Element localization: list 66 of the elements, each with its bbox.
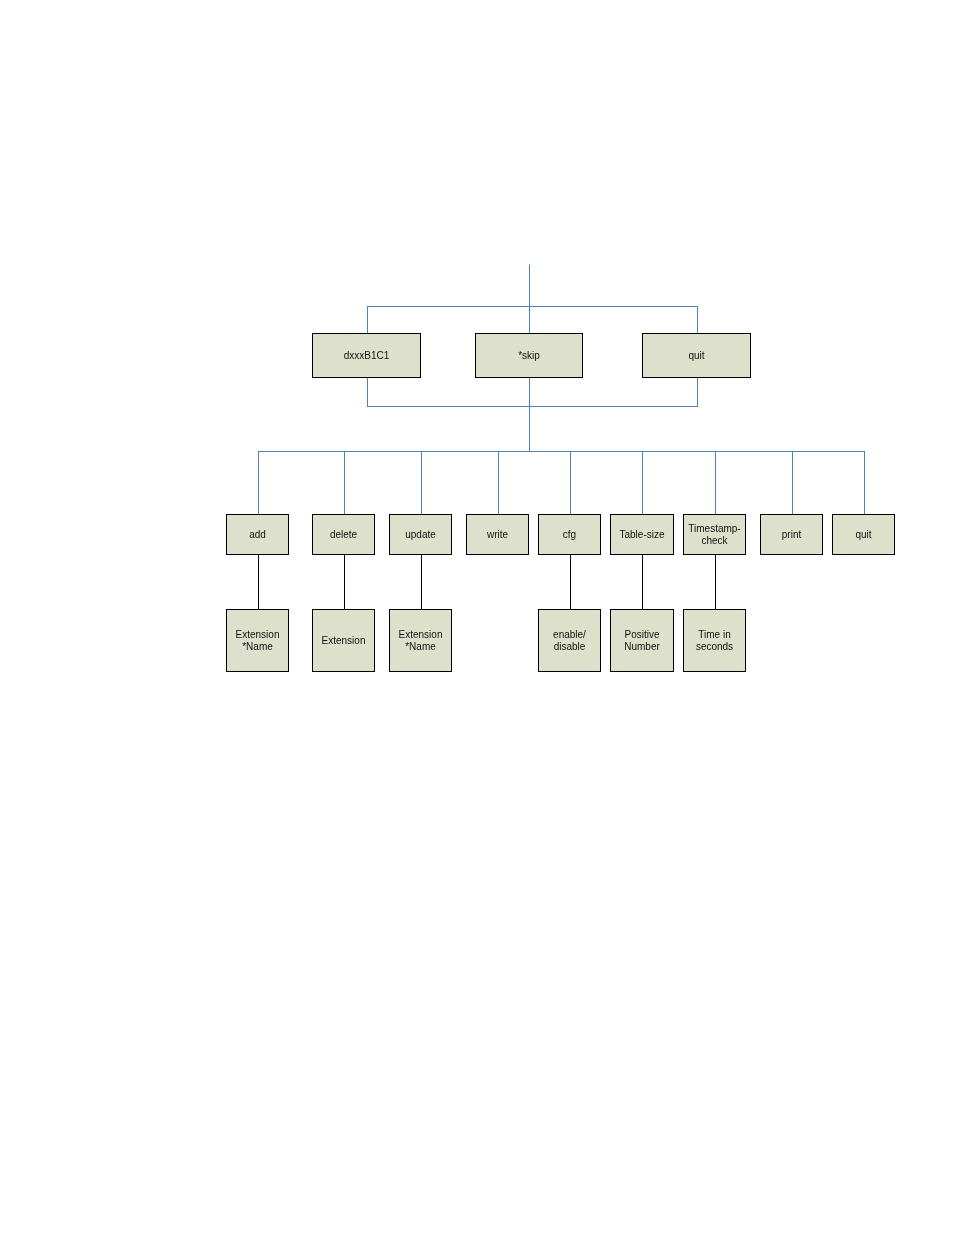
connector-line bbox=[715, 451, 793, 452]
connector-line bbox=[529, 306, 698, 334]
command-label: Timestamp-check bbox=[687, 522, 742, 547]
command-label: dxxxB1C1 bbox=[343, 349, 390, 362]
connector-line bbox=[642, 451, 716, 452]
command-box bbox=[642, 333, 751, 378]
connector-line bbox=[258, 554, 259, 610]
connector-line bbox=[421, 451, 499, 452]
command-box bbox=[226, 609, 289, 672]
connector-line bbox=[570, 451, 643, 452]
connector-line bbox=[498, 451, 499, 515]
command-label: enable/ disable bbox=[552, 628, 587, 653]
connector-line bbox=[529, 406, 530, 452]
connector-line bbox=[529, 377, 530, 407]
connector-line bbox=[367, 306, 530, 334]
connector-line bbox=[792, 451, 865, 515]
connector-line bbox=[344, 451, 422, 452]
command-label: delete bbox=[329, 528, 358, 541]
connector-line bbox=[529, 377, 698, 407]
command-box bbox=[538, 609, 601, 672]
connector-line bbox=[642, 451, 643, 515]
command-box bbox=[312, 333, 421, 378]
command-label: quit bbox=[688, 349, 705, 362]
command-label: update bbox=[405, 528, 436, 541]
command-label: Extension *Name bbox=[234, 628, 281, 653]
command-box bbox=[760, 514, 823, 555]
connector-line bbox=[642, 554, 643, 610]
command-box bbox=[832, 514, 895, 555]
command-label: *skip bbox=[518, 349, 540, 362]
connector-line bbox=[344, 554, 345, 610]
command-box bbox=[683, 609, 746, 672]
connector-line bbox=[570, 451, 571, 515]
command-box bbox=[538, 514, 601, 555]
command-box bbox=[389, 609, 452, 672]
command-box bbox=[610, 609, 674, 672]
command-box bbox=[466, 514, 529, 555]
command-box bbox=[312, 514, 375, 555]
connector-line bbox=[367, 377, 530, 407]
command-label: print bbox=[781, 528, 802, 541]
command-box bbox=[610, 514, 674, 555]
command-box bbox=[226, 514, 289, 555]
command-label: Time in seconds bbox=[694, 628, 735, 653]
command-box bbox=[389, 514, 452, 555]
connector-line bbox=[421, 554, 422, 610]
connector-line bbox=[529, 264, 530, 307]
connector-line bbox=[529, 306, 530, 334]
command-box bbox=[475, 333, 583, 378]
connector-line bbox=[570, 554, 571, 610]
connector-line bbox=[715, 451, 716, 515]
connector-line bbox=[258, 451, 345, 515]
command-label: write bbox=[486, 528, 509, 541]
command-label: Extension *Name bbox=[397, 628, 444, 653]
connector-line bbox=[792, 451, 793, 515]
connector-line bbox=[498, 451, 530, 452]
connector-line bbox=[715, 554, 716, 610]
connector-line bbox=[344, 451, 345, 515]
command-label: Table-size bbox=[619, 528, 665, 541]
command-label: quit bbox=[855, 528, 872, 541]
command-box bbox=[312, 609, 375, 672]
connector-line bbox=[529, 451, 571, 452]
command-label: cfg bbox=[562, 528, 577, 541]
connector-line bbox=[421, 451, 422, 515]
command-label: Positive Number bbox=[623, 628, 661, 653]
command-box bbox=[683, 514, 746, 555]
command-label: add bbox=[249, 528, 266, 541]
command-label: Extension bbox=[321, 634, 366, 647]
